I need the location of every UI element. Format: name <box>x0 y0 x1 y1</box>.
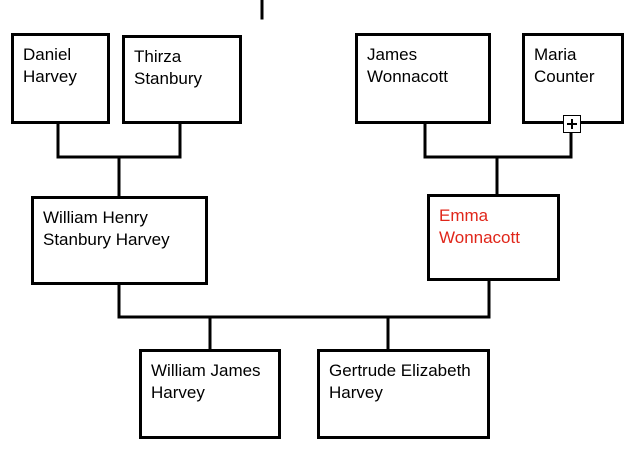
person-last-name: Stanbury Harvey <box>43 230 170 249</box>
person-last-name: Harvey <box>151 383 205 402</box>
person-daniel-harvey[interactable]: Daniel Harvey <box>11 33 110 124</box>
person-gertrude-elizabeth-harvey[interactable]: Gertrude Elizabeth Harvey <box>317 349 490 439</box>
person-first-name: Maria <box>534 45 577 64</box>
parents-connector-right <box>423 122 573 159</box>
person-last-name: Stanbury <box>134 69 203 88</box>
person-first-name: Gertrude Elizabeth <box>329 361 471 380</box>
person-james-wonnacott[interactable]: James Wonnacott <box>355 33 491 124</box>
person-william-henry-stanbury-harvey[interactable]: William Henry Stanbury Harvey <box>31 196 208 285</box>
person-last-name: Wonnacott <box>367 67 448 86</box>
person-emma-wonnacott[interactable]: Emma Wonnacott <box>427 194 560 281</box>
person-maria-counter[interactable]: Maria Counter <box>522 33 624 124</box>
person-last-name: Harvey <box>329 383 383 402</box>
marriage-connector <box>117 279 491 319</box>
person-last-name: Harvey <box>23 67 77 86</box>
person-william-james-harvey[interactable]: William James Harvey <box>139 349 281 439</box>
person-thirza-stanbury[interactable]: Thirza Stanbury <box>122 35 242 124</box>
person-last-name: Counter <box>534 67 595 86</box>
person-first-name: Emma <box>439 206 489 225</box>
person-first-name: William James <box>151 361 261 380</box>
person-first-name: William Henry <box>43 208 148 227</box>
person-last-name: Wonnacott <box>439 228 520 247</box>
expand-parents-icon[interactable] <box>563 115 581 133</box>
person-first-name: James <box>367 45 418 64</box>
person-first-name: Daniel <box>23 45 72 64</box>
person-first-name: Thirza <box>134 47 182 66</box>
parents-connector-left <box>56 122 182 159</box>
